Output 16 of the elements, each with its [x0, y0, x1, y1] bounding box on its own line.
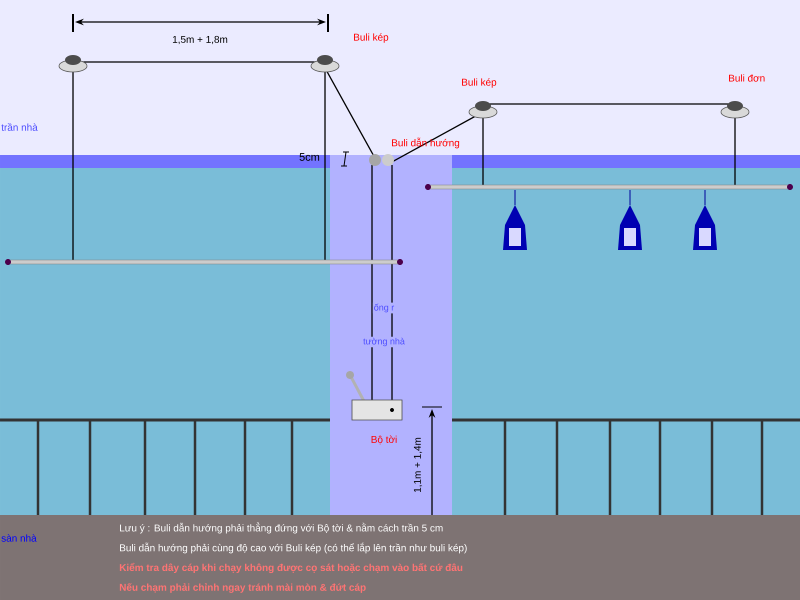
area-label: trần nhà — [1, 123, 38, 131]
dimension-label: 5cm — [300, 153, 320, 161]
part-label: Bộ tời — [372, 436, 397, 444]
area-label: ống r — [372, 302, 396, 314]
area-label: tường nhà — [362, 336, 406, 348]
area-label: sàn nhà — [1, 534, 37, 542]
note-text: Kiểm tra dây cáp khi chạy không được cọ sát hoặc chạm vào bất cứ đâu — [120, 562, 462, 574]
note-text: Lưu ý : Buli dẫn hướng phải thẳng đứng với Bộ tời & nằm cách trần 5 cm — [120, 522, 443, 534]
part-label: Buli kép — [462, 78, 496, 88]
dimension-label: 1,5m + 1,8m — [172, 36, 228, 44]
part-label: Buli kép — [354, 33, 388, 43]
part-label: Buli dẫn hướng — [392, 138, 460, 148]
part-label: Buli đơn — [729, 74, 765, 82]
dimension-label: 1,1m + 1,4m — [414, 438, 422, 492]
note-text: Nếu chạm phải chỉnh ngay tránh mài mòn & đứt cáp — [120, 583, 366, 593]
note-text: Buli dẫn hướng phải cùng độ cao với Buli kép (có thể lắp lên trần như buli kép) — [120, 542, 467, 554]
